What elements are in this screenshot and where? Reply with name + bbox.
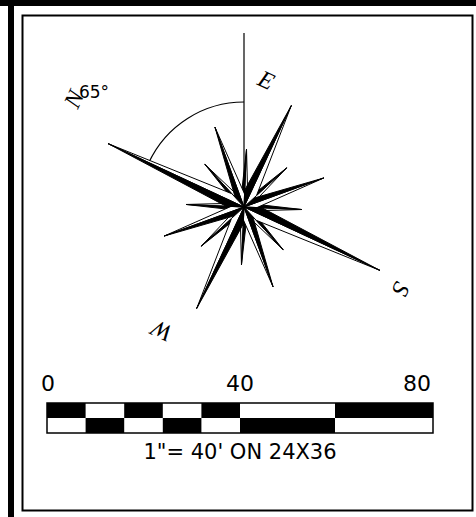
cardinal-letter: W — [148, 316, 176, 346]
frame-bar — [0, 0, 476, 6]
scale-segment — [124, 403, 163, 418]
scale-segment — [47, 403, 86, 418]
rose-point-dark — [108, 144, 244, 207]
compass-rose — [108, 105, 380, 308]
scale-segment — [201, 403, 240, 418]
scale-note: 1"= 40' ON 24X36 — [143, 442, 336, 463]
angle-arc — [149, 102, 244, 163]
panel-border — [23, 16, 473, 511]
scale-segment — [335, 403, 433, 418]
scale-segment — [163, 418, 202, 433]
scale-tick-label: 80 — [403, 373, 431, 395]
rose-point-light — [244, 207, 380, 270]
scale-outline — [47, 403, 433, 433]
scale-tick-label: 0 — [41, 373, 55, 395]
frame-bar — [8, 0, 14, 517]
rose-point-dark — [197, 207, 244, 309]
rose-point-light — [108, 144, 244, 207]
rose-point-dark — [244, 207, 380, 270]
cardinal-letter: S — [388, 278, 415, 299]
rose-point-light — [197, 207, 244, 309]
scale-bar — [47, 403, 433, 433]
angle-label: 65° — [79, 84, 109, 101]
rose-point-dark — [244, 105, 291, 207]
cardinal-letter: E — [254, 66, 277, 94]
rose-point-light — [244, 105, 291, 207]
scale-tick-label: 40 — [226, 373, 254, 395]
scale-segment — [86, 418, 125, 433]
scale-segment — [240, 418, 335, 433]
